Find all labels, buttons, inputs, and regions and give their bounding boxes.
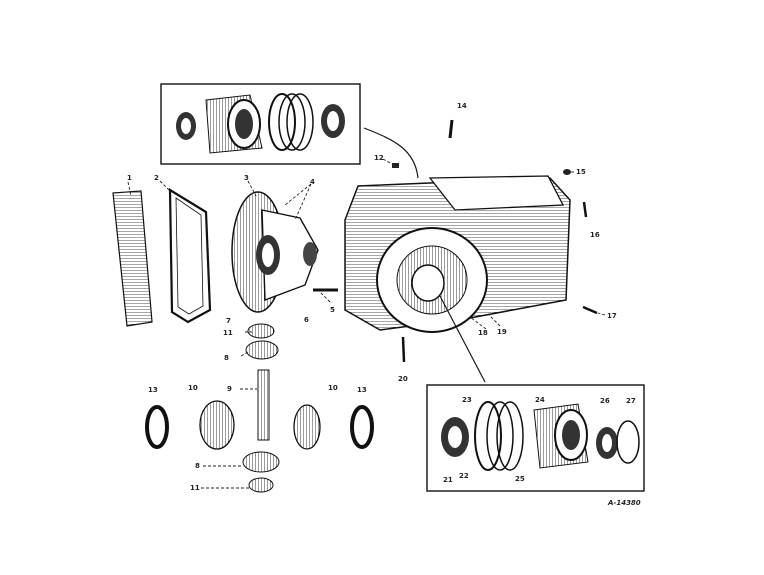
callout-19: 19 xyxy=(497,328,507,336)
part-8-pinion-lower xyxy=(242,451,280,473)
callout-1: 1 xyxy=(127,174,132,182)
callout-13-right: 13 xyxy=(357,386,367,394)
inset-bearing-left xyxy=(176,112,196,140)
callout-26: 26 xyxy=(600,397,610,405)
inset-bearing-cage-25 xyxy=(533,403,589,469)
part-3-ring-gear xyxy=(231,191,319,313)
part-13-thrust-washer-right xyxy=(350,405,374,449)
callout-18: 18 xyxy=(478,329,488,337)
inset-shims-22-23 xyxy=(474,401,524,471)
drawing-code: A-14380 xyxy=(607,499,641,507)
callout-8-upper: 8 xyxy=(224,354,229,362)
part-2-gasket xyxy=(168,188,212,324)
callout-7: 7 xyxy=(226,317,231,325)
callout-23: 23 xyxy=(462,396,472,404)
callout-17: 17 xyxy=(607,312,617,320)
callout-6: 6 xyxy=(304,316,309,324)
part-1-cover xyxy=(112,190,153,327)
callout-2: 2 xyxy=(154,174,159,182)
inset-bearing-26 xyxy=(596,427,618,459)
callout-3: 3 xyxy=(244,174,249,182)
part-20-stud xyxy=(401,336,406,363)
callout-21: 21 xyxy=(443,476,453,484)
lower-inset-box xyxy=(426,384,645,492)
callout-10-right: 10 xyxy=(328,384,338,392)
callout-5: 5 xyxy=(330,306,335,314)
callout-24: 24 xyxy=(535,396,545,404)
callout-14: 14 xyxy=(457,102,467,110)
upper-inset-box xyxy=(160,83,361,165)
arrow-inset-lower xyxy=(439,295,486,383)
part-16-bolt xyxy=(582,201,588,218)
arrow-inset-upper xyxy=(363,127,419,179)
part-10-side-gear-right xyxy=(293,404,321,450)
part-17-bolt xyxy=(582,305,598,315)
callout-20: 20 xyxy=(398,375,408,383)
callout-15: 15 xyxy=(576,168,586,176)
callout-9: 9 xyxy=(227,385,232,393)
callout-25: 25 xyxy=(515,475,525,483)
part-11-washer-lower xyxy=(248,477,274,493)
part-8-pinion-upper xyxy=(245,340,279,360)
callout-16: 16 xyxy=(590,231,600,239)
inset-shims xyxy=(268,93,314,151)
housing-assembly xyxy=(344,175,571,333)
part-14-stud xyxy=(448,119,454,139)
part-10-side-gear-left xyxy=(199,400,235,450)
part-11-washer-upper xyxy=(247,323,275,339)
part-15-plug xyxy=(563,169,571,175)
part-12-plug xyxy=(392,163,399,168)
callout-4: 4 xyxy=(310,178,315,186)
callout-12: 12 xyxy=(374,154,384,162)
part-9-shaft xyxy=(257,369,270,441)
callout-22: 22 xyxy=(459,472,469,480)
inset-bearing-right xyxy=(321,104,345,138)
callout-10-left: 10 xyxy=(188,384,198,392)
inset-oring-27 xyxy=(616,420,640,464)
callout-11-lower: 11 xyxy=(190,484,200,492)
callout-13-left: 13 xyxy=(148,386,158,394)
part-13-thrust-washer-left xyxy=(145,405,169,449)
inset-bearing-cage xyxy=(205,94,263,154)
callout-27: 27 xyxy=(626,397,636,405)
callout-8-lower: 8 xyxy=(195,462,200,470)
inset-bearing-21 xyxy=(441,417,469,457)
callout-11-upper: 11 xyxy=(223,329,233,337)
